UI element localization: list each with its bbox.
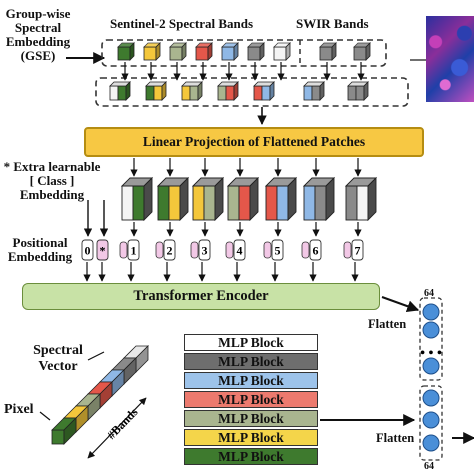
position-number: 2 <box>167 244 173 258</box>
projected-patch <box>264 176 298 222</box>
flatten-column-bottom <box>419 385 443 461</box>
mlp-block: MLP Block <box>184 353 318 370</box>
satellite-image <box>426 16 474 102</box>
grouped-cube <box>347 81 369 101</box>
band-cube <box>319 42 337 61</box>
sentinel-row-container <box>101 39 387 67</box>
position-number: 0 <box>85 244 91 258</box>
pixel-pointer <box>39 411 51 421</box>
dimension-label-top: 64 <box>424 288 434 299</box>
neuron-node <box>422 434 440 452</box>
mlp-block: MLP Block <box>184 429 318 446</box>
transformer-encoder-block: Transformer Encoder <box>22 283 380 310</box>
ellipsis: • • • <box>420 346 442 361</box>
band-cube <box>143 42 161 61</box>
neuron-node <box>422 303 440 321</box>
position-number: 3 <box>202 244 208 258</box>
positional-embedding-label: Positional Embedding <box>7 235 73 264</box>
projected-patch <box>191 176 225 222</box>
mlp-block: MLP Block <box>184 448 318 465</box>
position-number: * <box>100 244 106 258</box>
neuron-node <box>422 411 440 429</box>
grouped-cube <box>253 81 275 101</box>
projected-patch <box>156 176 190 222</box>
position-token: 3 <box>190 239 211 261</box>
projected-patch <box>120 176 154 222</box>
mlp-block: MLP Block <box>184 391 318 408</box>
position-token: 7 <box>343 239 364 261</box>
position-number: 1 <box>131 244 137 258</box>
position-token: * <box>96 239 109 261</box>
position-number: 5 <box>275 244 281 258</box>
sentinel-bands-label: Sentinel-2 Spectral Bands <box>110 16 254 31</box>
position-token: 1 <box>119 239 140 261</box>
flatten-label-bottom: Flatten <box>376 431 415 445</box>
position-token: 5 <box>263 239 284 261</box>
spectral-vector-label: Spectral Vector <box>33 343 83 374</box>
position-number: 7 <box>355 244 361 258</box>
bands-axis <box>87 397 147 459</box>
gse-label: Group-wise Spectral Embedding (GSE) <box>5 6 71 63</box>
class-embedding-label: * Extra learnable [ Class ] Embedding <box>3 159 101 202</box>
mlp-block: MLP Block <box>184 410 318 427</box>
swir-bands-label: SWIR Bands <box>296 16 369 31</box>
grouped-cube <box>109 81 131 101</box>
position-token: 0 <box>81 239 94 261</box>
grouped-cube <box>303 81 325 101</box>
pixel-label: Pixel <box>4 402 34 417</box>
band-cube <box>169 42 187 61</box>
projected-patch <box>344 176 378 222</box>
band-cube <box>221 42 239 61</box>
position-number: 4 <box>237 244 243 258</box>
position-token: 4 <box>225 239 246 261</box>
grouped-cube <box>181 81 203 101</box>
band-cube <box>353 42 371 61</box>
flatten-label-top: Flatten <box>368 317 407 331</box>
bands-axis-label: #Bands <box>104 405 141 442</box>
flatten-column-top <box>419 297 443 381</box>
linear-projection-block: Linear Projection of Flattened Patches <box>84 127 424 157</box>
band-cube <box>195 42 213 61</box>
neuron-node <box>422 357 440 375</box>
neuron-node <box>422 389 440 407</box>
band-cube <box>117 42 135 61</box>
position-number: 6 <box>313 244 319 258</box>
grouped-cube <box>145 81 167 101</box>
projected-patch <box>302 176 336 222</box>
band-cube <box>247 42 265 61</box>
position-token: 6 <box>301 239 322 261</box>
grouped-cube <box>217 81 239 101</box>
dimension-label-bottom: 64 <box>424 461 434 472</box>
mlp-block: MLP Block <box>184 334 318 351</box>
band-cube <box>273 42 291 61</box>
mlp-block: MLP Block <box>184 372 318 389</box>
projected-patch <box>226 176 260 222</box>
position-token: 2 <box>155 239 176 261</box>
neuron-node <box>422 321 440 339</box>
pixel-band-cell <box>51 417 77 445</box>
